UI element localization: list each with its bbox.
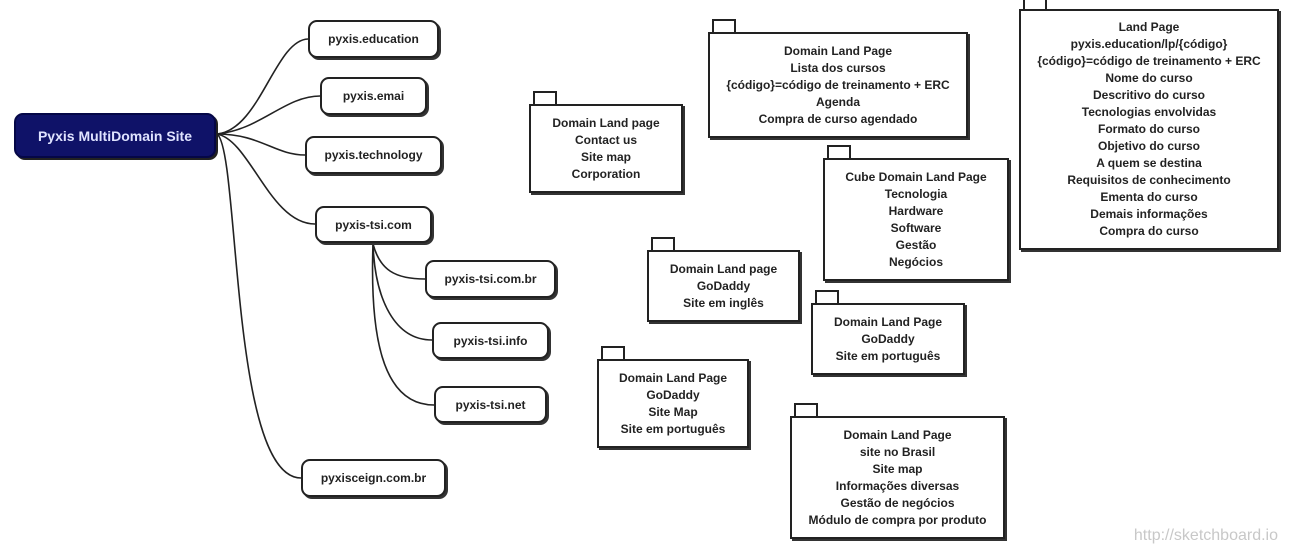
note-line: Demais informações [1090, 207, 1208, 221]
connector-root-tsi-com [216, 133, 316, 225]
note-line: Contact us [574, 132, 637, 147]
note-line: Software [890, 220, 942, 235]
note-line: Domain Land Page [618, 370, 728, 385]
note-line: Site em inglês [683, 295, 764, 310]
connector-root-education [216, 38, 309, 135]
note-line: Tecnologia [884, 186, 948, 201]
note-line: Formato do curso [1097, 122, 1200, 136]
note-tsi-info-landpage[interactable]: Domain Land page GoDaddy Site em inglês [647, 237, 800, 322]
note-tsi-net-landpage[interactable]: Domain Land Page GoDaddy Site em portugu… [811, 290, 965, 375]
note-tab [815, 290, 839, 303]
note-line: Negócios [888, 254, 943, 269]
domain-label: pyxis.emai [342, 89, 405, 103]
connector-tsi-com-br [372, 243, 426, 280]
domain-label: pyxis-tsi.info [453, 333, 528, 348]
domain-node-pyxis-technology[interactable]: pyxis.technology [305, 136, 442, 174]
note-tsi-com-br-landpage[interactable]: Domain Land Page GoDaddy Site Map Site e… [597, 346, 749, 448]
note-line: Agenda [815, 94, 860, 109]
note-tab [827, 145, 851, 158]
note-line: A quem se destina [1096, 156, 1202, 170]
note-line: Lista dos cursos [790, 60, 886, 75]
domain-node-pyxis-tsi-com-br[interactable]: pyxis-tsi.com.br [425, 260, 556, 298]
note-line: Site map [580, 149, 631, 164]
domain-label: pyxis-tsi.com [335, 217, 412, 232]
note-line: Tecnologias envolvidas [1081, 105, 1217, 119]
note-line: GoDaddy [696, 278, 751, 293]
note-tab [651, 237, 675, 250]
domain-label: pyxis.education [328, 32, 419, 46]
note-line: Gestão [895, 237, 937, 252]
note-line: Compra de curso agendado [758, 111, 918, 126]
note-tab [1023, 0, 1047, 9]
connector-root-technology [216, 133, 306, 156]
note-tab [712, 19, 736, 32]
domain-label: pyxis.technology [324, 148, 423, 162]
note-line: Hardware [888, 203, 944, 218]
note-line: Objetivo do curso [1097, 139, 1200, 153]
note-tab [794, 403, 818, 416]
domain-node-pyxis-tsi-info[interactable]: pyxis-tsi.info [432, 322, 549, 359]
note-education-lp-detail[interactable]: Land Page pyxis.education/lp/{código} {c… [1019, 0, 1279, 250]
domain-node-pyxis-tsi-com[interactable]: pyxis-tsi.com [315, 206, 432, 243]
note-ceign-landpage[interactable]: Domain Land Page site no Brasil Site map… [790, 403, 1005, 539]
note-line: Domain Land Page [833, 314, 943, 329]
note-line: GoDaddy [861, 331, 915, 346]
note-line: Corporation [571, 166, 641, 181]
domain-label: pyxisceign.com.br [320, 471, 427, 485]
note-line: Módulo de compra por produto [808, 512, 987, 527]
note-line: Requisitos de conhecimento [1067, 173, 1231, 187]
note-line: Descritivo do curso [1092, 88, 1206, 102]
note-line: site no Brasil [859, 444, 936, 459]
domain-node-pyxis-education[interactable]: pyxis.education [308, 20, 439, 58]
connector-tsi-info [372, 243, 433, 341]
connector-tsi-net [371, 243, 435, 406]
note-line: Domain Land Page [843, 427, 952, 442]
root-label: Pyxis MultiDomain Site [37, 127, 193, 144]
note-line: {código}=código de treinamento + ERC [1037, 54, 1261, 68]
note-education-landpage[interactable]: Domain Land Page Lista dos cursos {códig… [708, 19, 968, 138]
note-line: pyxis.education/lp/{código} [1070, 37, 1228, 51]
note-line: Informações diversas [835, 478, 960, 493]
note-cube-landpage[interactable]: Cube Domain Land Page Tecnologia Hardwar… [823, 145, 1009, 281]
note-line: Ementa do curso [1100, 190, 1198, 204]
note-line: Domain Land page [669, 261, 778, 276]
domain-node-pyxis-emai[interactable]: pyxis.emai [320, 77, 427, 115]
note-line: {código}=código de treinamento + ERC [726, 77, 950, 92]
note-line: Site map [872, 461, 923, 476]
note-line: Nome do curso [1105, 71, 1193, 85]
connector-root-ceign [216, 133, 302, 479]
note-line: Cube Domain Land Page [845, 169, 987, 184]
note-line: Domain Land Page [783, 43, 893, 58]
note-line: Site em português [620, 421, 726, 436]
note-line: Gestão de negócios [840, 495, 955, 510]
note-line: Site em português [835, 348, 941, 363]
note-line: Site Map [648, 404, 698, 419]
domain-node-pyxisceign-com-br[interactable]: pyxisceign.com.br [301, 459, 446, 497]
domain-label: pyxis-tsi.net [455, 397, 526, 412]
note-tab [533, 91, 557, 104]
note-tab [601, 346, 625, 359]
root-node[interactable]: Pyxis MultiDomain Site [14, 113, 216, 158]
note-line: Domain Land page [552, 115, 660, 130]
note-line: Land Page [1118, 20, 1180, 34]
connector-root-emai [216, 95, 321, 135]
watermark-link[interactable]: http://sketchboard.io [1133, 527, 1278, 544]
domain-node-pyxis-tsi-net[interactable]: pyxis-tsi.net [434, 386, 547, 423]
domain-label: pyxis-tsi.com.br [444, 272, 537, 286]
note-line: Compra do curso [1099, 224, 1199, 238]
note-tsi-com-landpage[interactable]: Domain Land page Contact us Site map Cor… [529, 91, 683, 193]
note-line: GoDaddy [646, 387, 700, 402]
